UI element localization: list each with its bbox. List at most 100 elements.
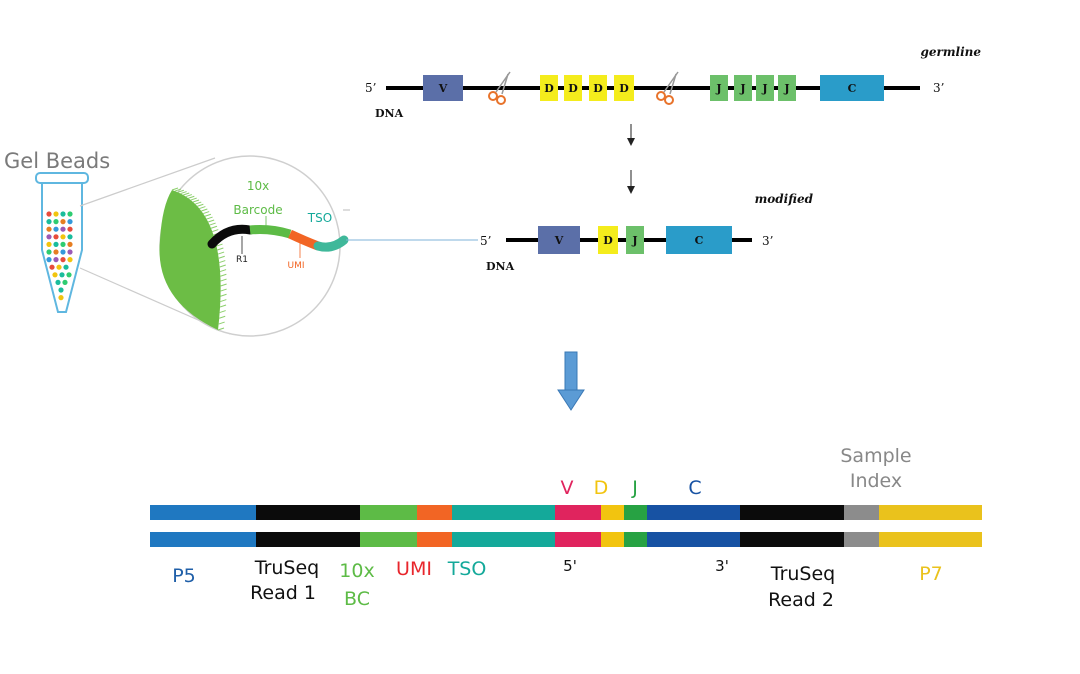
modified-dna: modified 5’ 3’ DNA V D J C [480,192,814,273]
library-strand-top [150,505,982,520]
bead-dot [53,219,59,225]
library-arrow-icon [557,351,585,411]
germline-j-label-1: J [715,82,721,95]
germline-j-label-2: J [739,82,745,95]
bead-fringe-strand [209,222,216,226]
germline-title: germline [920,45,981,59]
germline-dna: germline 5’ 3’ DNA V D D D D J J J J C [365,45,981,120]
modified-dna-label: DNA [486,260,515,273]
truseq-read2-label-1: TruSeq [770,563,835,585]
seg-truseq-read1 [256,505,360,520]
bead-dot [60,219,66,225]
bead-fringe-strand [212,229,219,233]
germline-j-block-1 [710,75,728,101]
bead-dot [53,241,59,247]
germline-j-block-4 [778,75,796,101]
bead-fringe-strand [199,206,206,210]
modified-c-block [666,226,732,254]
barcode-label-1: 10x [247,179,269,193]
bead-dot [46,249,52,255]
barcode-label-2: Barcode [233,203,282,217]
gel-beads-tube: Gel Beads [4,149,110,313]
seg-d [601,505,624,520]
bead-fringe-strand [220,273,227,277]
lib-d-label: D [594,477,609,499]
germline-d-label-3: D [593,82,603,95]
germline-v-block [423,75,463,101]
germline-d-label-2: D [568,82,578,95]
bead-dot [67,226,73,232]
bead-dot [67,257,73,263]
bead-dot [53,257,59,263]
bead-dot [56,264,62,270]
p7-label: P7 [919,563,943,585]
bead-dot [53,211,59,217]
lib-5prime: 5' [563,557,577,575]
bead-fringe-strand [219,304,227,308]
bead-fringe-strand [217,327,225,331]
tso-lib-label: TSO [447,558,487,580]
seg-tso [452,505,555,520]
beads-cluster [46,211,73,301]
lib-c-label: C [688,477,701,499]
bead-dot [63,264,69,270]
bead-fringe-strand [220,293,227,297]
recombination-arrows [627,124,635,194]
seg-p7 [879,505,982,520]
bead-fringe-strand [220,299,227,303]
umi-label: UMI [287,261,304,271]
scissors-icon [488,71,511,105]
bead-dot [67,211,73,217]
bead-fringe-strand [190,197,197,201]
bead-dot [60,234,66,240]
tube-cap [35,172,89,184]
bead-fringe-strand [220,288,227,292]
gel-beads-title: Gel Beads [4,149,110,173]
bead-fringe-strand [217,247,224,251]
tso-label: TSO [307,211,332,225]
library-strand-bottom [150,532,982,547]
bead-fringe-strand [203,211,210,215]
seg-tso [452,532,555,547]
germline-j-block-3 [756,75,774,101]
bead-fringe-strand [204,213,212,217]
modified-j-block [626,226,644,254]
bead-fringe-strand [185,194,193,198]
modified-v-label: V [554,234,564,247]
bead-dot [60,257,66,263]
bead-fringe-strand [219,260,226,264]
bead-dot [67,219,73,225]
seg-j [624,505,647,520]
seg-umi [417,532,452,547]
germline-d-block-2 [564,75,582,101]
bead-dot [67,249,73,255]
p5-label: P5 [172,565,196,587]
oligo-r1-segment [207,224,255,249]
bead-fringe-strand [217,251,225,255]
seg-truseq-read1 [256,532,360,547]
bead-dot [67,234,73,240]
germline-5prime: 5’ [365,81,376,95]
arrow-down-icon [627,186,635,194]
bead-fringe-strand [219,315,226,319]
bead-fringe-strand [219,310,226,314]
bead-fringe-strand [210,225,218,229]
bead-fringe-strand [171,187,179,191]
bead-fringe-strand [180,191,187,195]
truseq-read2-label-2: Read 2 [768,589,834,611]
bead-dot [60,249,66,255]
modified-d-block [598,226,618,254]
seg-p5 [150,532,256,547]
modified-j-label: J [631,234,637,247]
bead-dot [52,272,58,278]
oligo-barcode-segment [249,225,292,239]
seg-v [555,532,601,547]
modified-d-label: D [603,234,613,247]
zoom-line-top [79,157,216,207]
bead-fringe-strand [201,208,208,212]
bead-dot [58,287,64,293]
library-construct: V D J C Sample Index [150,445,982,611]
bead-zoom: 10x Barcode TSO R1 UMI [159,155,350,337]
umi-lib-label: UMI [396,558,432,580]
bead-dot [58,295,64,301]
